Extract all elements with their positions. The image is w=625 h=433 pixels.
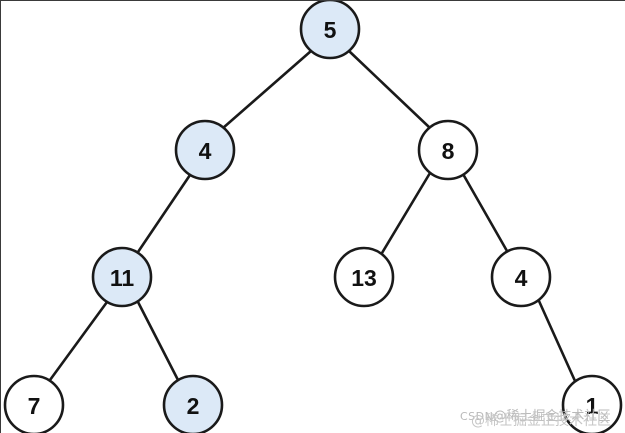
node-circle bbox=[417, 119, 479, 181]
tree-node-4: 4 bbox=[490, 246, 552, 308]
node-label: 11 bbox=[110, 265, 135, 291]
node-label: 8 bbox=[442, 138, 455, 164]
node-circle bbox=[490, 246, 552, 308]
tree-node-8: 8 bbox=[417, 119, 479, 181]
tree-edge-n5-n4L bbox=[221, 49, 313, 130]
tree-edge-n8-n4R bbox=[461, 172, 509, 253]
tree-edge-n4R-n1 bbox=[537, 299, 577, 383]
node-label: 13 bbox=[351, 265, 377, 291]
tree-edge-n5-n8 bbox=[347, 49, 432, 130]
tree-edge-n11-n7 bbox=[48, 300, 109, 382]
node-circle bbox=[333, 246, 395, 308]
node-circle bbox=[299, 1, 361, 60]
node-label: 7 bbox=[28, 393, 41, 419]
node-label: 1 bbox=[586, 393, 599, 419]
tree-node-4-highlighted: 4 bbox=[174, 119, 236, 181]
node-label: 5 bbox=[324, 17, 337, 43]
tree-node-13: 13 bbox=[333, 246, 395, 308]
nodes-group: 5 4 8 11 13 4 7 2 1 bbox=[3, 1, 623, 433]
node-label: 4 bbox=[199, 138, 212, 164]
tree-node-11-highlighted: 11 bbox=[91, 246, 153, 308]
tree-node-7: 7 bbox=[3, 374, 65, 433]
tree-node-5-highlighted: 5 bbox=[299, 1, 361, 60]
tree-edge-n8-n13 bbox=[380, 171, 432, 255]
node-label: 4 bbox=[515, 265, 528, 291]
node-circle bbox=[561, 374, 623, 433]
node-circle bbox=[91, 246, 153, 308]
tree-node-2-highlighted: 2 bbox=[162, 374, 224, 433]
node-circle bbox=[162, 374, 224, 433]
tree-edge-n4L-n11 bbox=[136, 173, 192, 254]
node-circle bbox=[3, 374, 65, 433]
node-label: 2 bbox=[187, 393, 200, 419]
node-circle bbox=[174, 119, 236, 181]
tree-node-1: 1 bbox=[561, 374, 623, 433]
tree-edge-n11-n2 bbox=[136, 300, 180, 382]
edges-group bbox=[48, 49, 577, 383]
